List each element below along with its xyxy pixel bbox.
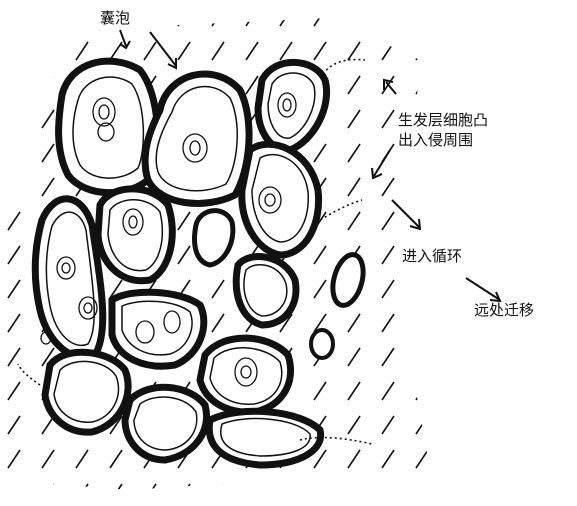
label-cyst: 囊泡 <box>100 9 131 27</box>
arrow-cyst-1 <box>119 29 127 47</box>
arrow-bud-1 <box>385 81 397 95</box>
detached-cyst-large <box>330 252 366 308</box>
label-enter-circulation: 进入循环 <box>402 247 463 265</box>
arrow-metastasis <box>465 277 501 301</box>
protoscolices <box>40 92 297 387</box>
arrow-circulation <box>391 199 421 229</box>
label-germinal-bud: 生发层细胞凸 出入侵周围 <box>398 110 488 150</box>
detached-cyst-small <box>309 328 335 360</box>
cyst-group <box>31 57 366 469</box>
arrows <box>119 29 502 303</box>
label-germinal-bud-line2: 出入侵周围 <box>398 131 474 149</box>
arrow-cyst-2 <box>149 31 177 67</box>
germinal-buds <box>17 58 373 445</box>
cyst-small-oval <box>192 208 236 268</box>
label-distant-metastasis: 远处迁移 <box>474 301 535 319</box>
arrow-bud-2 <box>373 149 391 177</box>
label-germinal-bud-line1: 生发层细胞凸 <box>398 111 489 129</box>
